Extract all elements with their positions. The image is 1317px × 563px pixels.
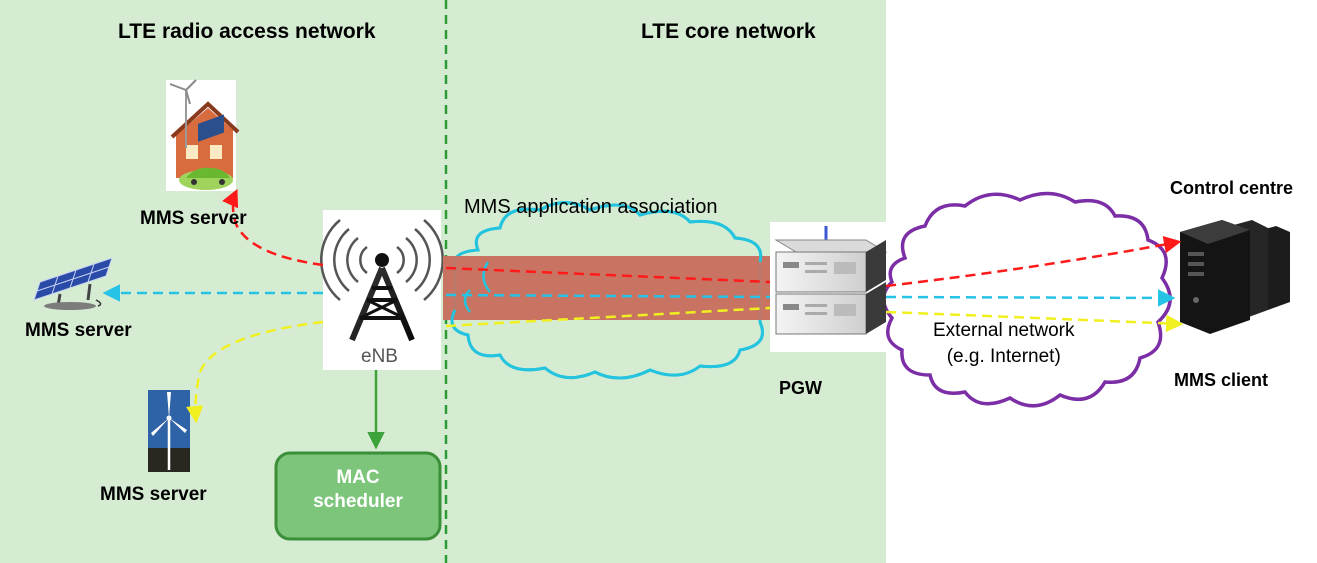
mms-server-label-bottom: MMS server: [100, 484, 207, 505]
external-network-line1: External network: [933, 320, 1075, 341]
solar-panel-icon: [33, 257, 113, 310]
control-centre-label: Control centre: [1170, 178, 1294, 198]
enb-tower-icon: [319, 210, 445, 370]
external-network-label: External network (e.g. Internet): [933, 320, 1075, 368]
smart-home-icon: [166, 79, 240, 191]
mac-label-line1: MAC: [336, 467, 380, 488]
yellow-flow-core: [445, 306, 771, 328]
yellow-flow-left: [186, 320, 324, 424]
association-label: MMS application association: [464, 196, 718, 218]
pgw-label: PGW: [779, 378, 822, 398]
wind-turbine-icon: [148, 390, 190, 472]
mms-server-label-top: MMS server: [140, 208, 247, 229]
control-centre-computer-icon: [1180, 220, 1290, 334]
yellow-flow-external: [885, 310, 1184, 333]
core-title: LTE core network: [641, 20, 816, 43]
enb-label: eNB: [361, 346, 398, 367]
mac-label-line2: scheduler: [313, 491, 403, 512]
mms-client-label: MMS client: [1174, 370, 1269, 390]
red-flow-core: [445, 266, 771, 284]
external-network-line2: (e.g. Internet): [946, 346, 1061, 367]
external-network-cloud: [881, 191, 1172, 408]
ran-title: LTE radio access network: [118, 20, 376, 43]
red-flow-external: [885, 235, 1182, 288]
mac-scheduler-label: MAC scheduler: [276, 466, 440, 514]
mac-scheduler-box: [274, 451, 442, 541]
red-flow-left: [222, 188, 324, 267]
mms-server-label-mid: MMS server: [25, 320, 132, 341]
cyan-flow-core: [445, 293, 771, 299]
pgw-server-icon: [770, 222, 888, 352]
